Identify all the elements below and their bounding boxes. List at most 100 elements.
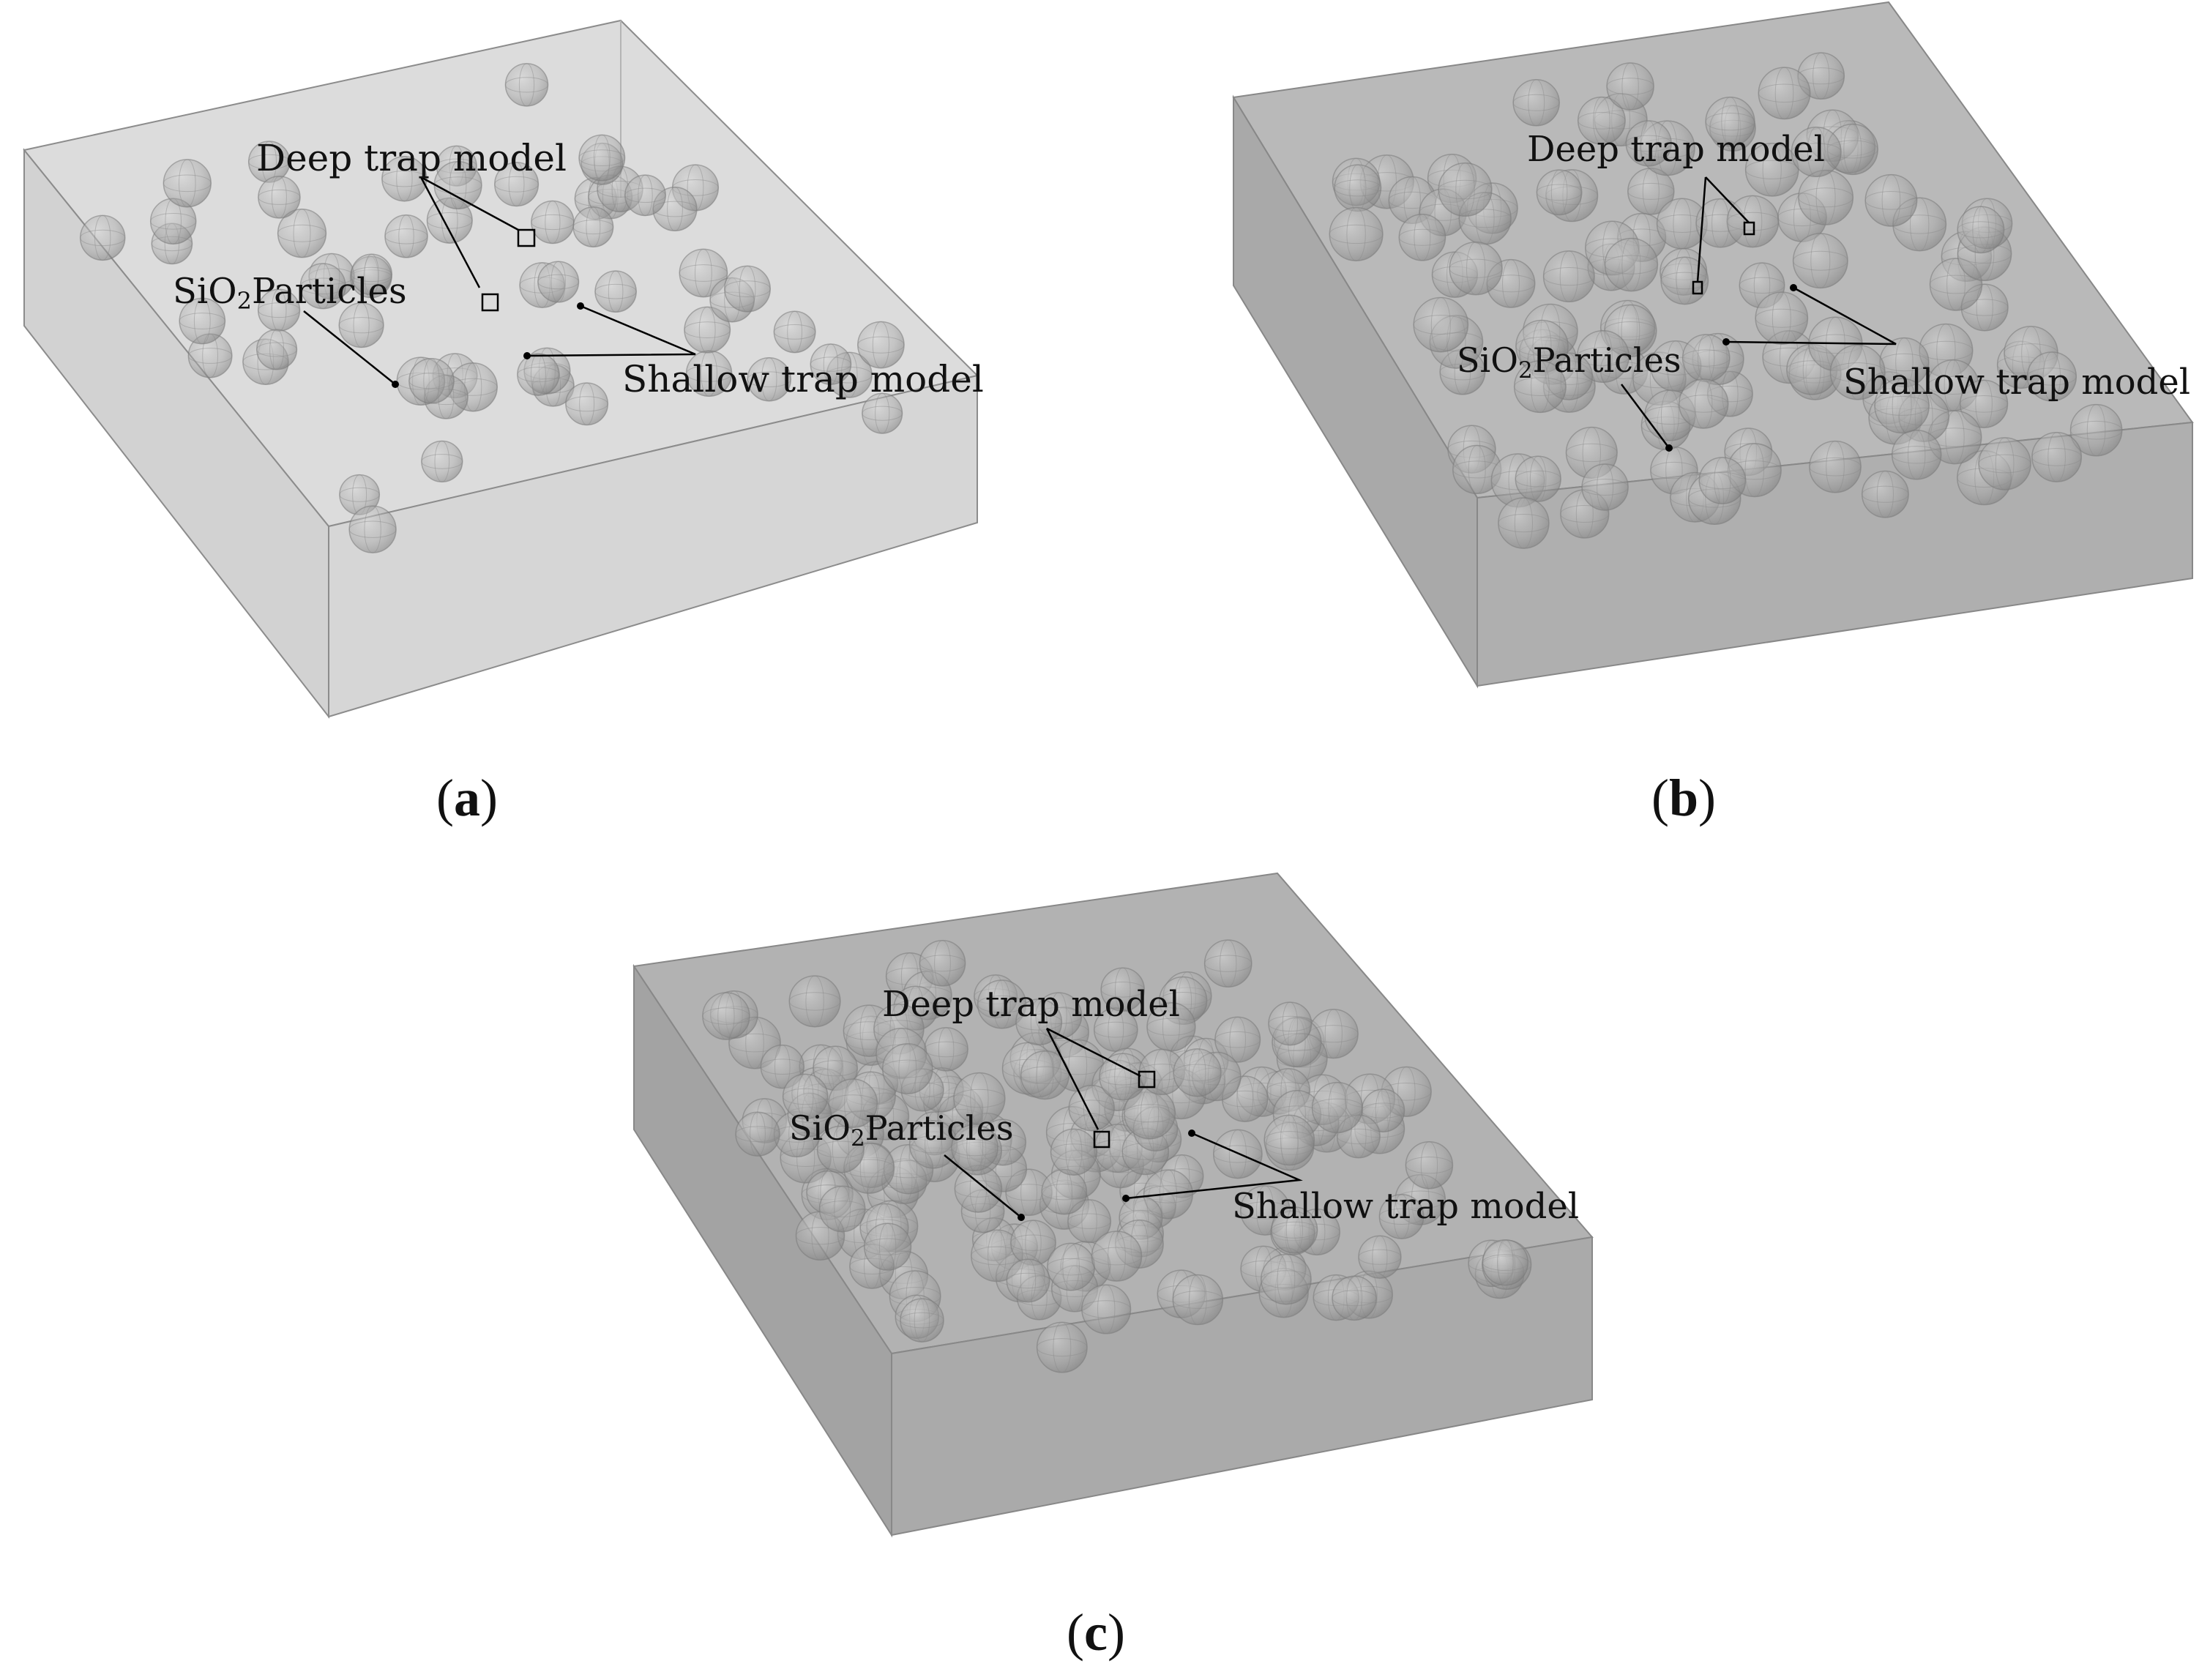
panel-a-shallow-leader xyxy=(526,305,696,357)
panel-a-particle xyxy=(79,214,126,261)
panel-b-deep-box-2 xyxy=(1692,280,1703,295)
panel-b-particle xyxy=(2069,403,2123,457)
panel-b-particles xyxy=(1329,52,2123,549)
panel-b-particle xyxy=(1698,457,1747,504)
panel-a-particle xyxy=(624,174,666,217)
panel-c-particle xyxy=(1041,1168,1088,1215)
panel-a-particle xyxy=(565,382,609,426)
panel-b-particle xyxy=(1334,164,1382,212)
panel-b-particle xyxy=(1891,430,1942,480)
panel-b-deep-box-1 xyxy=(1743,221,1755,236)
panel-c-particle xyxy=(1203,939,1253,988)
panel-a-particle-label: SiO2Particles xyxy=(173,271,407,315)
panel-c-particle xyxy=(1047,1242,1096,1291)
panel-b-particle-dot xyxy=(1665,444,1673,452)
panel-b-particle xyxy=(2026,351,2078,402)
panel-c-particle xyxy=(1311,1082,1363,1134)
panel-a-particle xyxy=(381,155,428,202)
panel-c-particle xyxy=(735,1111,780,1157)
panel-b-particle xyxy=(1678,378,1729,429)
panel-c-particle xyxy=(1214,1016,1261,1063)
panel-a-particle xyxy=(684,306,731,354)
panel-b-shallow-dot-1 xyxy=(1790,284,1797,291)
panel-b: Deep trap model SiO2Particles Shallow tr… xyxy=(1232,1,2194,827)
panel-c-deep-box-2 xyxy=(1093,1130,1110,1149)
panel-b-particle xyxy=(1755,291,1809,346)
panel-a-particle xyxy=(277,209,327,258)
panel-a-leaders xyxy=(303,176,696,385)
panel-c-particle xyxy=(1020,1050,1069,1100)
panel-a-particle xyxy=(747,356,791,402)
panel-a-particle xyxy=(578,134,626,182)
panel-c-particle xyxy=(1268,1001,1313,1046)
panel-a-particle xyxy=(724,265,771,313)
panel-c-particle-leader xyxy=(944,1154,1022,1218)
panel-c-particle xyxy=(816,1125,865,1173)
panel-a-particle xyxy=(594,270,637,313)
panel-c-particle-label: SiO2Particles xyxy=(789,1108,1013,1151)
panel-b-shallow-leader xyxy=(1725,286,1897,346)
panel-b-particle xyxy=(1864,173,1918,227)
panel-a-deep-leader-1 xyxy=(420,176,519,231)
panel-a-particle xyxy=(339,474,381,515)
panel-b-particle xyxy=(1978,437,2031,490)
panel-c-particle xyxy=(1405,1140,1454,1190)
panel-c-particle xyxy=(1378,1193,1425,1239)
panel-a-deep-box-2 xyxy=(481,293,499,312)
panel-b-shallow-dot-2 xyxy=(1722,338,1730,346)
panel-b-particle xyxy=(1515,455,1561,502)
panel-a-shallow-label: Shallow trap model xyxy=(622,358,984,400)
panel-b-markers xyxy=(1665,221,1797,452)
panel-a-box-front-face xyxy=(328,374,978,718)
panel-a-deep-leader-2 xyxy=(419,176,481,288)
panel-a-particle xyxy=(348,505,397,553)
panel-c-deep-box-1 xyxy=(1138,1070,1156,1089)
panel-a-particle xyxy=(810,343,852,385)
panel-b-particle xyxy=(1449,242,1503,296)
panel-a-particle-leader xyxy=(303,310,396,385)
panel-b-leaders xyxy=(1620,176,1897,449)
panel-a-particle xyxy=(408,357,455,404)
panel-c-particle xyxy=(788,975,841,1028)
panel-c-particle xyxy=(818,1185,866,1233)
panel-b-particle xyxy=(1604,237,1659,292)
panel-b-particle-leader xyxy=(1620,384,1670,449)
panel-a-particle xyxy=(773,310,816,354)
panel-c-particle xyxy=(863,1222,912,1271)
panel-a-particle xyxy=(163,159,212,208)
panel-c-deep-leader-2 xyxy=(1045,1028,1100,1130)
panel-c-shallow-dot-2 xyxy=(1122,1195,1130,1202)
panel-c-markers xyxy=(1018,1070,1195,1221)
panel-b-particle xyxy=(1542,250,1595,303)
panel-a-particle-dot xyxy=(392,381,399,388)
panel-a-deep-box-1 xyxy=(517,228,536,247)
panel-c-particle xyxy=(1091,1231,1143,1282)
panel-a-particles xyxy=(79,63,905,553)
panel-a-shallow-dot-1 xyxy=(577,302,584,310)
panel-c-particle xyxy=(1358,1235,1402,1279)
panel-a-particle xyxy=(179,297,226,345)
panel-a-particle xyxy=(572,206,614,248)
panel-c-particle xyxy=(1081,1284,1132,1334)
panel-a-particle xyxy=(384,214,428,258)
panel-c-particle xyxy=(1271,1206,1318,1254)
panel-a-particle xyxy=(258,176,301,219)
panel-b-particle xyxy=(1829,344,1886,400)
panel-c-particle xyxy=(1036,1321,1088,1373)
panel-a-caption: (a) xyxy=(436,769,498,827)
panel-a: Deep trap model SiO2Particles Shallow tr… xyxy=(23,19,984,827)
panel-b-particle xyxy=(1809,440,1862,493)
panel-b-particle-label: SiO2Particles xyxy=(1457,340,1681,384)
panel-c-shallow-label: Shallow trap model xyxy=(1232,1186,1579,1227)
panel-c-particle xyxy=(1261,1253,1312,1305)
panel-c-leaders xyxy=(944,1027,1303,1218)
panel-b-particle xyxy=(1581,463,1629,511)
panel-c-particle-dot xyxy=(1018,1214,1025,1221)
panel-b-particle xyxy=(1413,296,1469,353)
panel-c-particles xyxy=(702,939,1532,1373)
panel-c-particle xyxy=(951,1124,998,1171)
panel-a-particle xyxy=(256,329,298,370)
panel-b-particle xyxy=(1329,206,1384,261)
panel-a-particle xyxy=(537,261,580,303)
panel-c-particle xyxy=(900,1298,944,1343)
